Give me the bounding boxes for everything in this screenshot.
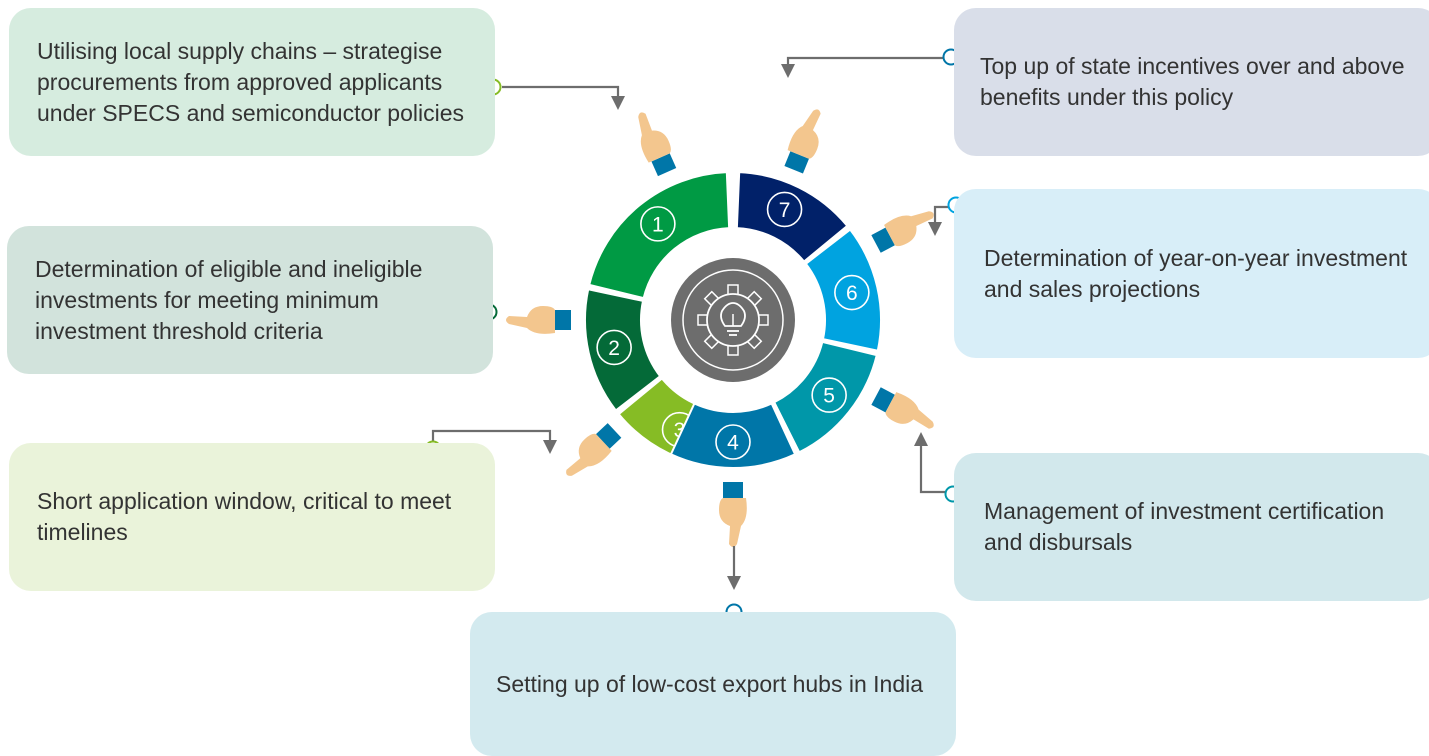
gear-lightbulb-icon: [697, 284, 769, 356]
step-3-text: Short application window, critical to me…: [37, 488, 452, 545]
cuff: [555, 310, 571, 330]
hand: [566, 433, 612, 476]
step-2-box: Determination of eligible and ineligible…: [7, 226, 493, 374]
arrowhead: [543, 440, 557, 454]
cuff: [595, 423, 622, 449]
center-hub-ring: [682, 269, 784, 371]
pointing-hand-icon: [719, 482, 747, 547]
cuff: [651, 153, 677, 177]
segment-2: [584, 288, 662, 412]
step-5-number: 5: [823, 385, 835, 408]
connector-arrow: [781, 48, 960, 78]
arrowhead: [781, 64, 795, 78]
cuff: [871, 387, 895, 413]
pointing-hand-icon: [566, 423, 622, 476]
arrowhead: [727, 576, 741, 590]
step-4-box: Setting up of low-cost export hubs in In…: [470, 612, 956, 756]
step-4-number-circle: [715, 424, 751, 460]
step-3-box: Short application window, critical to me…: [9, 443, 495, 591]
segment-6: [804, 228, 882, 352]
hand: [884, 211, 934, 247]
step-5-box: Management of investment certification a…: [954, 453, 1429, 601]
pointing-hand-icon: [638, 112, 677, 177]
step-2-number-circle: [596, 329, 632, 366]
connector-arrow: [725, 546, 743, 621]
step-6-text: Determination of year-on-year investment…: [984, 244, 1408, 302]
step-4-text: Setting up of low-cost export hubs in In…: [496, 670, 924, 697]
segment-7: [735, 171, 849, 263]
step-6-box: Determination of year-on-year investment…: [954, 189, 1429, 358]
hand: [719, 498, 747, 547]
step-6-number: 6: [846, 282, 858, 305]
step-5-text: Management of investment certification a…: [984, 498, 1385, 555]
segment-5: [772, 340, 878, 454]
cuff: [723, 482, 743, 498]
step-3-number: 3: [674, 419, 686, 442]
hand: [885, 392, 934, 429]
cuff: [784, 151, 809, 174]
pointing-hand-icon: [871, 211, 934, 253]
step-1-number: 1: [652, 213, 664, 236]
hand: [638, 112, 671, 163]
hand: [506, 306, 555, 334]
step-2-text: Determination of eligible and ineligible…: [35, 255, 423, 344]
step-7-box: Top up of state incentives over and abov…: [954, 8, 1429, 156]
arrowhead: [611, 96, 625, 110]
hand: [787, 109, 821, 159]
cuff: [871, 227, 895, 253]
step-7-text: Top up of state incentives over and abov…: [980, 53, 1405, 110]
step-1-box: Utilising local supply chains – strategi…: [9, 8, 495, 156]
step-1-number-circle: [640, 206, 676, 242]
step-7-number-circle: [766, 191, 803, 228]
segment-4: [669, 402, 797, 469]
step-6-number-circle: [834, 274, 870, 311]
pointing-hand-icon: [506, 306, 571, 334]
connector-arrow: [484, 78, 625, 110]
step-5-number-circle: [811, 377, 847, 413]
pointing-hand-icon: [871, 387, 934, 429]
step-2-number: 2: [608, 337, 620, 360]
segment-1: [588, 171, 731, 300]
arrowhead: [914, 432, 928, 446]
pointing-hand-icon: [784, 109, 821, 174]
arrowhead: [928, 222, 942, 236]
step-4-number: 4: [727, 432, 739, 455]
step-1-text: Utilising local supply chains – strategi…: [37, 37, 465, 126]
step-7-number: 7: [779, 199, 791, 222]
